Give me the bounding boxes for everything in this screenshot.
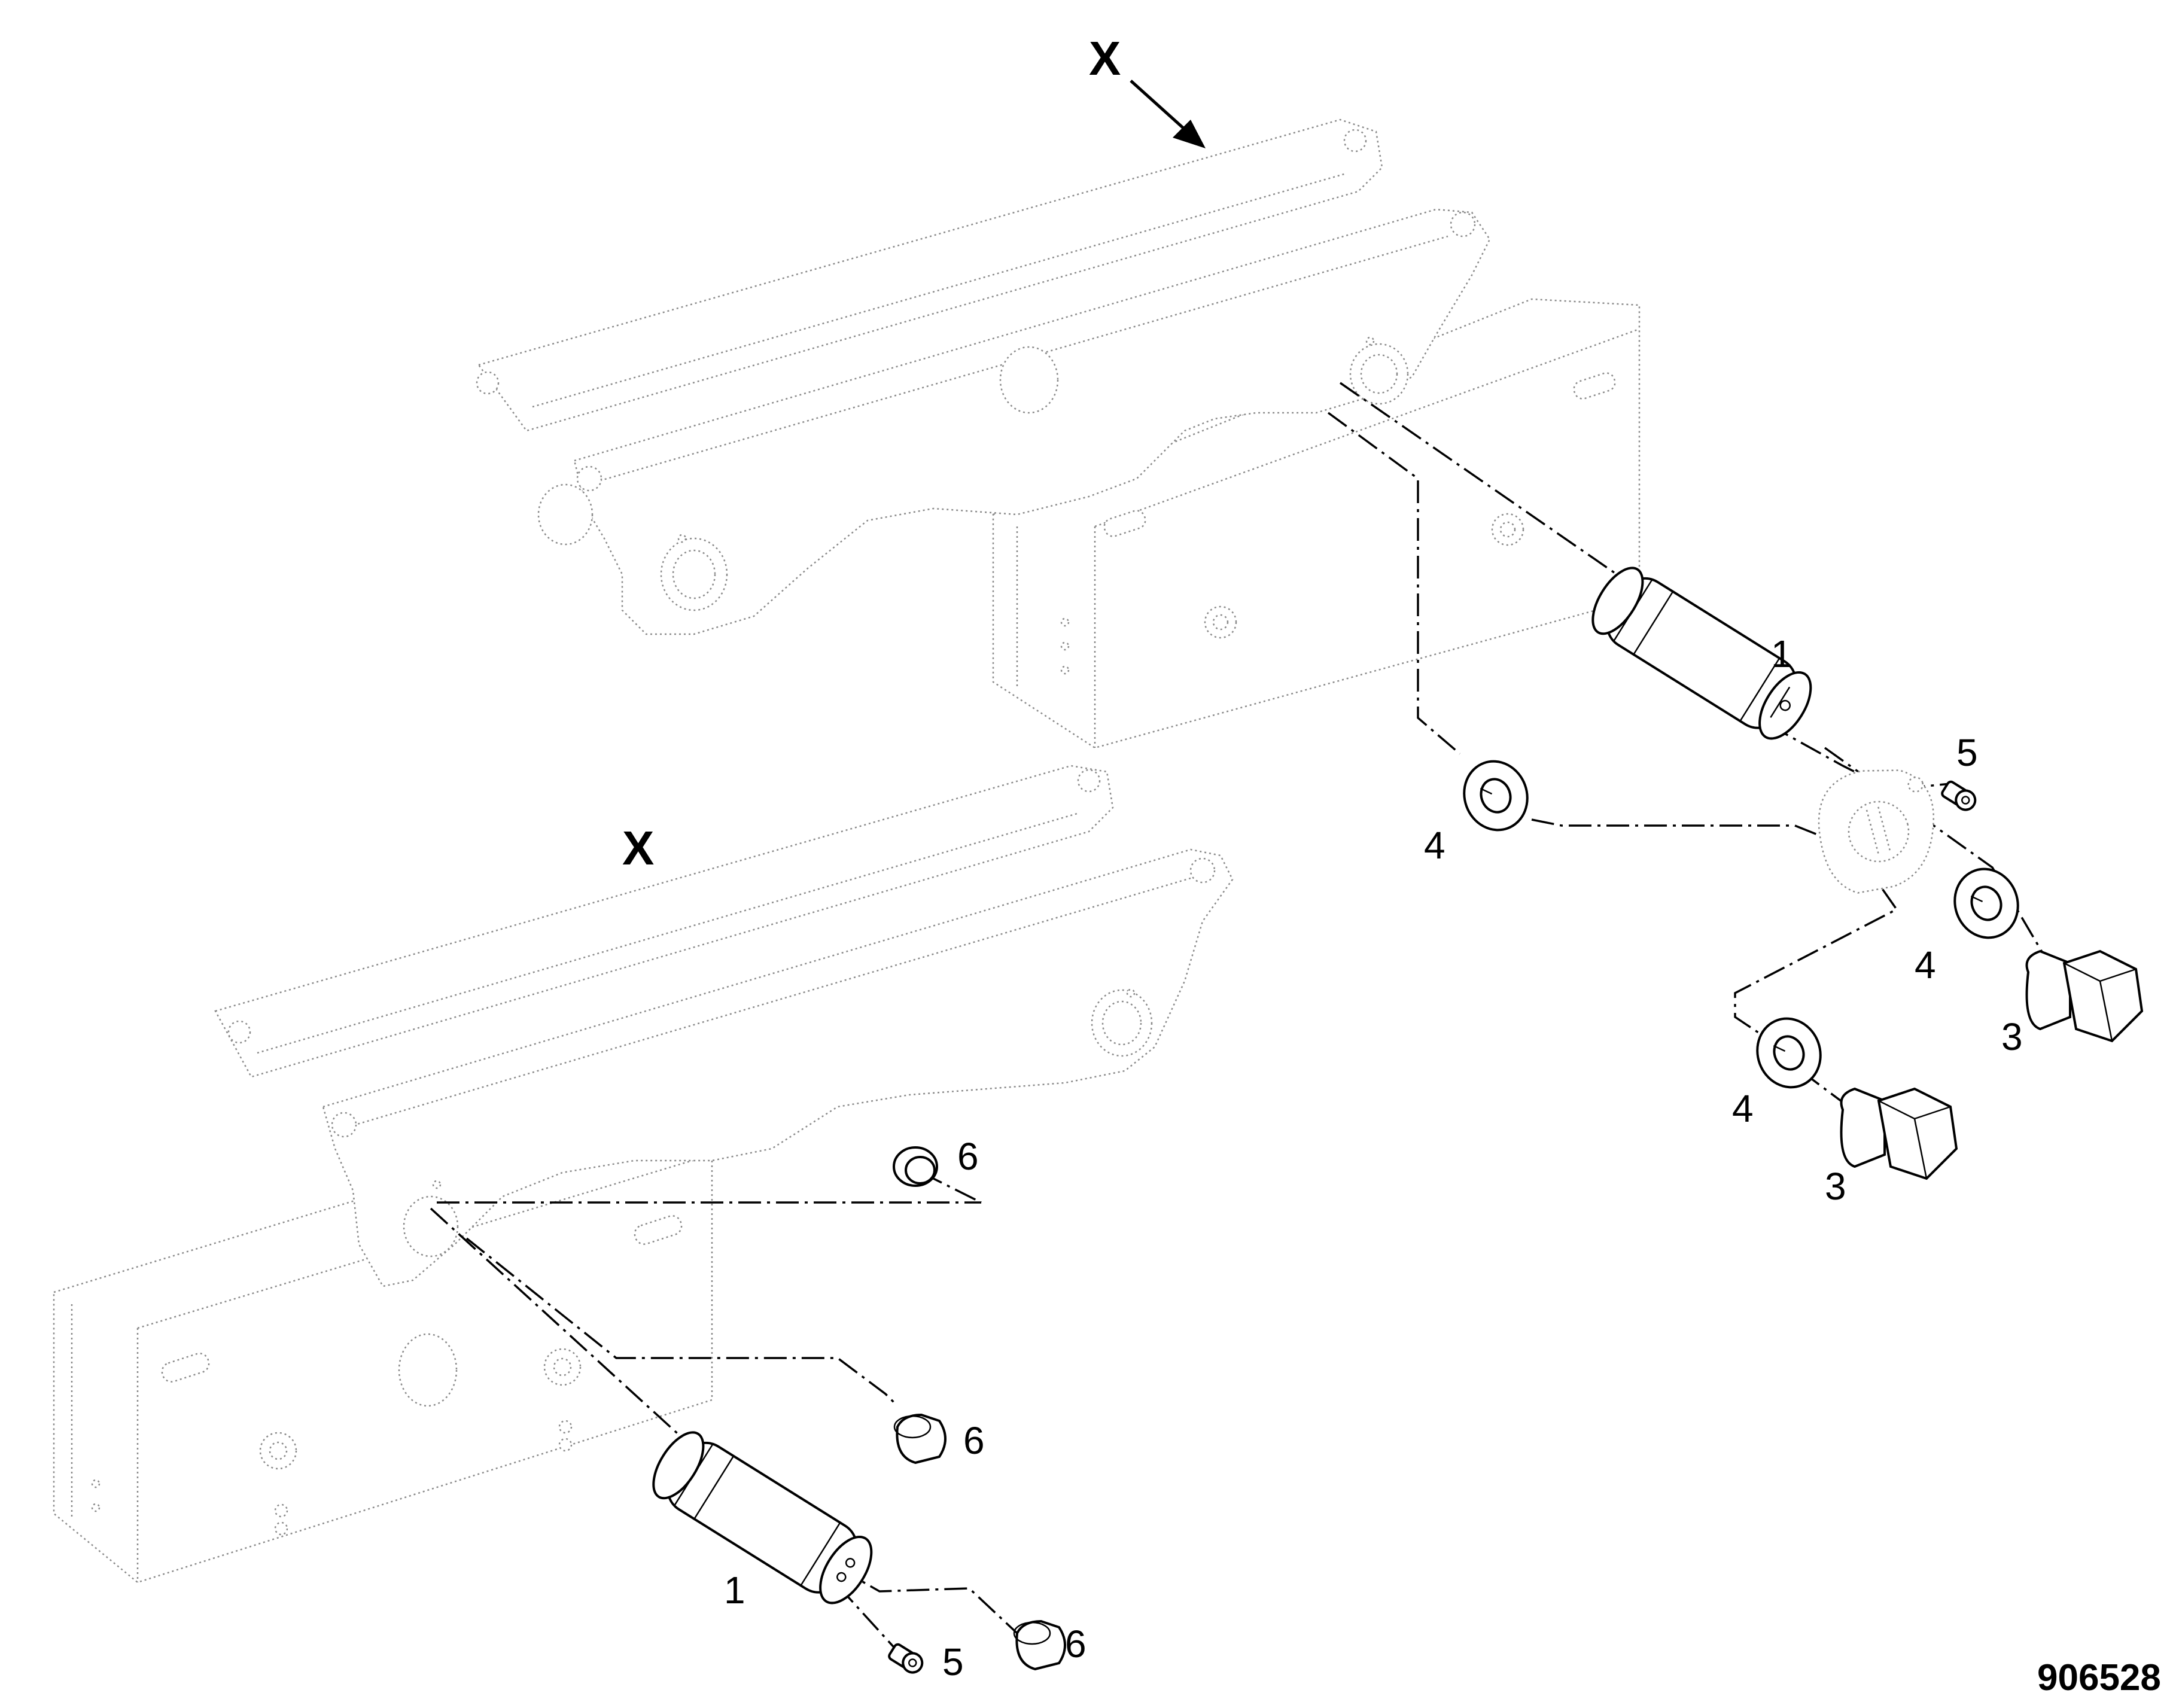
- callout-bolt-lower: 3: [1825, 1165, 1846, 1208]
- plug-bottom: [1013, 1619, 1066, 1671]
- callout-pin-upper: 1: [1771, 632, 1792, 675]
- washer-upper-left: [1463, 760, 1529, 832]
- callout-washer-upper-left: 4: [1424, 824, 1445, 867]
- washer-upper-right: [1953, 867, 2019, 939]
- lower-rear-plate: [214, 765, 1114, 1078]
- figure-id: 906528: [2037, 1657, 2161, 1698]
- callout-washer-lower: 4: [1732, 1087, 1754, 1130]
- screw-lower: [888, 1643, 924, 1674]
- callout-washer-upper-right: 4: [1915, 943, 1936, 987]
- lower-front-plate: [322, 848, 1234, 1287]
- view-label-lower: X: [622, 821, 654, 875]
- lower-frame-assembly: [53, 765, 1234, 1584]
- callout-plug-top: 6: [957, 1135, 979, 1178]
- pin-upper: [1591, 567, 1812, 740]
- lower-frame-bore-left: [403, 1195, 459, 1258]
- upper-rear-plate: [477, 118, 1383, 432]
- callout-bolt-upper: 3: [2001, 1015, 2023, 1058]
- view-label-upper: X: [1089, 32, 1121, 85]
- upper-rear-box: [992, 298, 1641, 749]
- callout-screw-upper: 5: [1956, 731, 1978, 774]
- upper-front-plate: [573, 208, 1491, 635]
- callout-pin-lower: 1: [724, 1569, 745, 1612]
- plug-mid: [893, 1413, 947, 1465]
- bolt-lower: [1840, 1087, 1958, 1180]
- upper-frame-assembly: [476, 118, 1641, 749]
- screw-upper: [1941, 780, 1977, 811]
- upper-frame-hole-center: [999, 346, 1059, 414]
- callout-screw-lower: 5: [942, 1640, 964, 1683]
- washer-lower: [1756, 1017, 1822, 1089]
- callout-plug-mid: 6: [963, 1419, 985, 1462]
- plug-top: [893, 1146, 938, 1187]
- pin-lower: [652, 1431, 873, 1605]
- retaining-plate: [1818, 769, 1935, 894]
- callout-plug-bottom: 6: [1065, 1622, 1087, 1666]
- bolt-upper: [2025, 949, 2144, 1043]
- view-arrow: [1130, 80, 1206, 148]
